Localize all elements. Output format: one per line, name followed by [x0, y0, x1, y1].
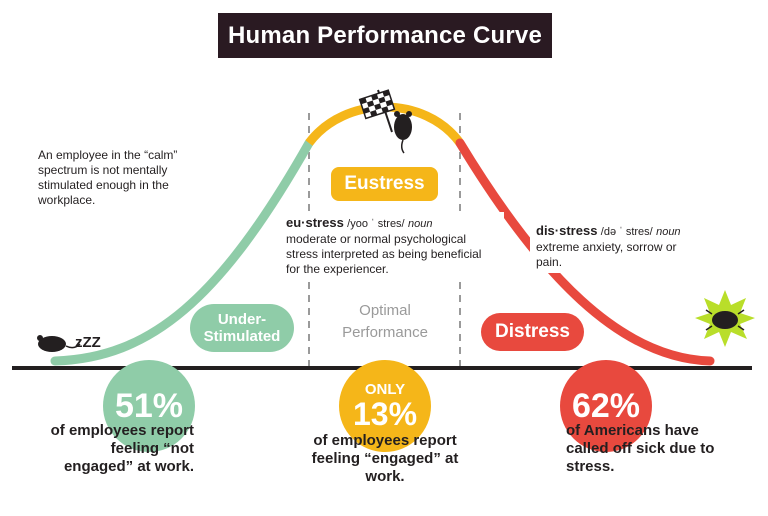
distress-definition: dis·stress /də ˈ stres/ noun extreme anx…: [530, 220, 702, 273]
eustress-definition: eu·stress /yoo ˈ stres/ noun moderate or…: [280, 212, 504, 280]
stat-value-51: 51%: [114, 386, 184, 425]
eustress-label: Eustress: [344, 173, 425, 194]
stat-circle-62: 62%: [560, 360, 652, 452]
stat-value-13: 13%: [352, 395, 418, 432]
stat-prefix-only: ONLY: [364, 380, 406, 398]
eustress-pronunciation: /yoo ˈ stres/: [347, 218, 405, 230]
title-banner: Human Performance Curve: [218, 13, 552, 58]
distress-pronunciation: /də ˈ stres/: [600, 226, 653, 238]
stat-circle-13: ONLY 13%: [339, 360, 431, 452]
mouse-icon: [394, 111, 412, 154]
bug-icon: [705, 309, 745, 331]
distress-part-of-speech: noun: [656, 226, 681, 238]
stat-circle-51: 51%: [103, 360, 195, 452]
stat-value-62: 62%: [571, 386, 641, 425]
checkered-flag-icon: [358, 89, 396, 133]
under-stimulated-label: Under-Stimulated: [203, 311, 281, 345]
eustress-definition-text: moderate or normal psychological stress …: [286, 232, 482, 276]
curve-green-segment: [50, 138, 314, 366]
stat-caption-62: of Americans have called off sick due to…: [566, 422, 715, 475]
distress-label: Distress: [495, 321, 570, 342]
distress-definition-text: extreme anxiety, sorrow or pain.: [536, 240, 677, 269]
sleep-zzz-text: zZZ: [75, 334, 101, 351]
eustress-part-of-speech: noun: [407, 218, 433, 230]
stat-caption-13: of employees report feeling “engaged” at…: [311, 432, 459, 485]
sleeping-mouse-icon: [37, 335, 81, 352]
distress-term: dis·stress: [536, 223, 598, 238]
under-stimulated-badge: Under-Stimulated: [190, 304, 294, 352]
stat-caption-51: of employees report feeling “not engaged…: [50, 422, 194, 475]
eustress-badge: Eustress: [331, 167, 438, 201]
page-title: Human Performance Curve: [227, 21, 543, 49]
calm-note-text: An employee in the “calm” spectrum is no…: [38, 148, 178, 207]
calm-spectrum-note: An employee in the “calm” spectrum is no…: [38, 148, 214, 208]
eustress-term: eu·stress: [286, 215, 344, 230]
curve-red-segment: [455, 138, 715, 366]
optimal-performance-label: Optimal Performance: [342, 302, 428, 341]
distress-badge: Distress: [481, 313, 584, 351]
